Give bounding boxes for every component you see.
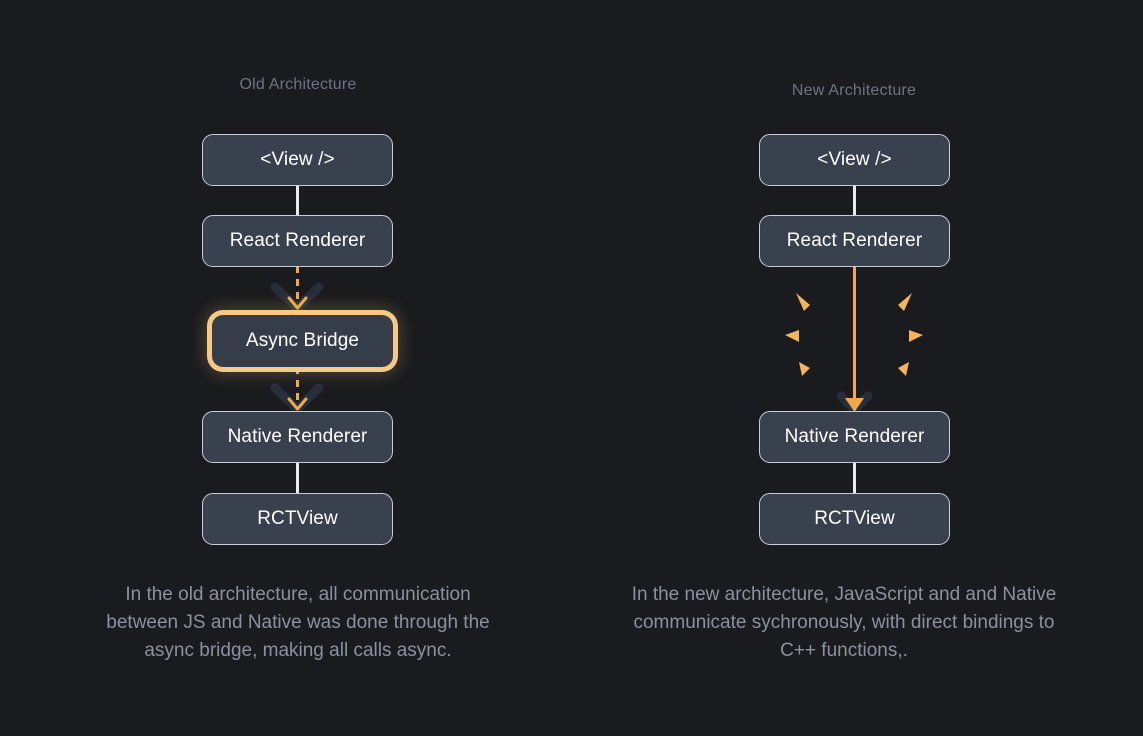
node-new-native-renderer[interactable]: Native Renderer [759, 411, 950, 463]
node-new-view[interactable]: <View /> [759, 134, 950, 186]
burst-rays-left [785, 293, 810, 376]
node-old-rctview[interactable]: RCTView [202, 493, 393, 545]
connector-new-view-to-react [853, 182, 856, 218]
caption-new-architecture: In the new architecture, JavaScript and … [631, 584, 1057, 661]
connector-old-view-to-react [296, 182, 299, 218]
node-old-async-bridge[interactable]: Async Bridge [207, 310, 398, 372]
node-old-react-renderer[interactable]: React Renderer [202, 215, 393, 267]
connector-old-native-to-rctview [296, 461, 299, 496]
caption-old-architecture: In the old architecture, all communicati… [106, 584, 490, 661]
node-new-react-renderer[interactable]: React Renderer [759, 215, 950, 267]
connector-new-native-to-rctview [853, 461, 856, 496]
node-old-view[interactable]: <View /> [202, 134, 393, 186]
burst-rays-right [898, 293, 923, 376]
node-new-rctview[interactable]: RCTView [759, 493, 950, 545]
column-header-new-architecture: New Architecture [791, 82, 917, 99]
dashed-arrow-react-to-bridge [296, 266, 299, 302]
column-header-old-architecture: Old Architecture [239, 76, 357, 93]
solid-arrow-react-to-native [853, 255, 856, 403]
node-old-async-bridge-label: Async Bridge [212, 315, 393, 367]
dashed-arrow-bridge-to-native [296, 367, 299, 403]
node-old-native-renderer[interactable]: Native Renderer [202, 411, 393, 463]
